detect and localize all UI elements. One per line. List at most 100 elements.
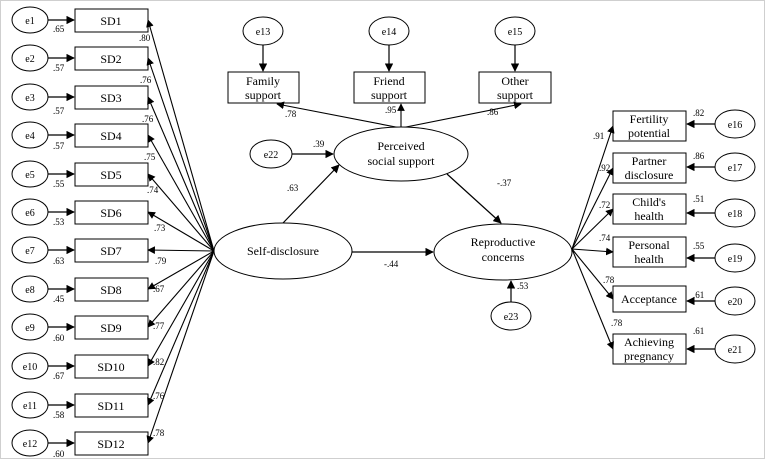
- loading-value: .76: [140, 75, 152, 85]
- latent-label: Perceived: [377, 139, 424, 153]
- loading-value: .73: [154, 223, 166, 233]
- error-label: e11: [23, 401, 37, 412]
- sd-loading-values: .80 .76 .76 .75 .74 .73 .79 .67 .77 .82 …: [139, 33, 167, 438]
- indicator-box: [612, 193, 687, 225]
- error-variance: .82: [693, 108, 704, 118]
- indicator-label: SD10: [97, 360, 124, 374]
- indicator-box: [74, 277, 149, 302]
- indicator-label: support: [245, 88, 282, 102]
- indicator-label: SD8: [100, 283, 121, 297]
- sd-indicator-group: e1 e2 e3 e4 e5 e6 e7 e8 e9 e10 e11 e12: [11, 6, 215, 458]
- loading-value: .78: [153, 428, 165, 438]
- error-variance: .65: [53, 24, 65, 34]
- error-label: e16: [728, 120, 742, 131]
- latent-label: concerns: [482, 250, 525, 264]
- disturbance-label: e23: [504, 312, 518, 323]
- error-label: e8: [25, 285, 34, 296]
- sd-error-circles: [11, 6, 49, 457]
- indicator-box: [353, 71, 426, 104]
- r-squared-value: .53: [517, 281, 529, 291]
- loading-value: .78: [285, 109, 297, 119]
- loading-value: .79: [155, 256, 167, 266]
- indicator-label: Friend: [373, 74, 404, 88]
- indicator-label: disclosure: [625, 168, 674, 182]
- error-variance: .55: [693, 241, 705, 251]
- indicator-label: SD7: [100, 244, 121, 258]
- error-label: e14: [382, 27, 396, 38]
- error-label: e17: [728, 163, 742, 174]
- error-label: e13: [256, 27, 270, 38]
- path-coefficient: -.37: [497, 178, 512, 188]
- indicator-label: Achieving: [624, 335, 674, 349]
- error-label: e18: [728, 209, 742, 220]
- indicator-label: SD6: [100, 206, 121, 220]
- error-variance: .57: [53, 141, 65, 151]
- indicator-label: potential: [628, 126, 671, 140]
- loading-value: .76: [142, 114, 154, 124]
- loading-value: .75: [144, 152, 156, 162]
- loading-value: .74: [599, 233, 611, 243]
- rc-indicator-group: Fertility potential Partner disclosure C…: [571, 108, 756, 365]
- loading-value: .86: [487, 107, 499, 117]
- error-variance: .51: [693, 194, 704, 204]
- indicator-label: SD5: [100, 168, 121, 182]
- error-variance: .55: [53, 179, 65, 189]
- loading-value: .78: [611, 318, 623, 328]
- error-label: e9: [25, 323, 34, 334]
- latent-label: Self-disclosure: [247, 244, 319, 258]
- structural-paths: [282, 164, 502, 257]
- indicator-box: [612, 333, 687, 365]
- error-label: e19: [728, 254, 742, 265]
- indicator-box: [227, 71, 300, 104]
- error-variance: .61: [693, 326, 704, 336]
- path-coefficient: .63: [287, 183, 299, 193]
- error-label: e15: [508, 27, 522, 38]
- error-variance: .67: [53, 371, 65, 381]
- indicator-box: [478, 71, 552, 104]
- indicator-label: SD3: [100, 91, 121, 105]
- indicator-label: Personal: [628, 238, 670, 252]
- loading-value: .95: [385, 105, 397, 115]
- indicator-label: SD4: [100, 129, 121, 143]
- indicator-label: Family: [246, 74, 280, 88]
- error-variance: .60: [53, 333, 65, 343]
- indicator-label: SD9: [100, 321, 121, 335]
- indicator-label: health: [634, 252, 663, 266]
- indicator-label: support: [371, 88, 408, 102]
- indicator-label: SD2: [100, 52, 121, 66]
- sd-error-arrows: [48, 15, 75, 448]
- error-variance: .53: [53, 217, 65, 227]
- ss-indicator-group: e13 e14 e15 Family support Friend suppor…: [227, 16, 552, 129]
- sd-box-labels: SD1 SD2 SD3 SD4 SD5 SD6 SD7 SD8 SD9 SD10…: [97, 14, 124, 451]
- r-squared-value: .39: [313, 139, 325, 149]
- indicator-label: pregnancy: [624, 349, 674, 363]
- loading-value: .74: [147, 185, 159, 195]
- indicator-label: Child's: [632, 195, 666, 209]
- indicator-label: Partner: [632, 154, 667, 168]
- loading-value: .92: [599, 163, 610, 173]
- error-label: e2: [25, 54, 34, 65]
- error-label: e12: [23, 439, 37, 450]
- loading-value: .72: [599, 200, 610, 210]
- indicator-label: SD11: [98, 399, 125, 413]
- latent-label: social support: [368, 154, 436, 168]
- loading-value: .80: [139, 33, 151, 43]
- loading-value: .91: [593, 131, 604, 141]
- disturbance-label: e22: [264, 150, 278, 161]
- error-label: e5: [25, 170, 34, 181]
- error-variance: .57: [53, 63, 65, 73]
- loading-value: .76: [153, 391, 165, 401]
- error-variance: .57: [53, 106, 65, 116]
- loading-value: .67: [153, 284, 165, 294]
- indicator-label: Acceptance: [621, 292, 677, 306]
- path-coefficient: -.44: [384, 259, 399, 269]
- error-variance: .58: [53, 410, 65, 420]
- error-label: e10: [23, 362, 37, 373]
- error-variance: .45: [53, 294, 65, 304]
- indicator-label: Fertility: [630, 112, 669, 126]
- indicator-box: [612, 285, 687, 313]
- sd-error-labels: e1 e2 e3 e4 e5 e6 e7 e8 e9 e10 e11 e12: [23, 16, 37, 450]
- sd-error-values: .65 .57 .57 .57 .55 .53 .63 .45 .60 .67 …: [53, 24, 65, 458]
- indicator-label: SD12: [97, 437, 124, 451]
